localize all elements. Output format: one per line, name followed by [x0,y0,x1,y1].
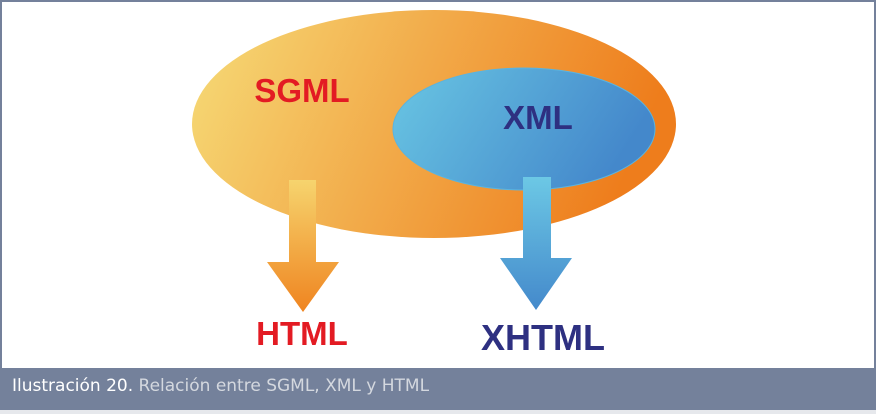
xhtml-label: XHTML [481,317,605,358]
caption-text: Relación entre SGML, XML y HTML [138,376,430,396]
sgml-to-html-arrow [267,180,339,312]
html-label: HTML [256,315,348,352]
sgml-label: SGML [254,72,349,109]
sgml-xml-html-diagram: SGML XML HTML XHTML [192,10,676,358]
xml-label: XML [503,99,573,136]
bottom-edge [0,410,876,414]
caption-label: Ilustración 20. [12,376,134,396]
xml-to-xhtml-arrow [500,177,572,310]
figure-caption: Ilustración 20. Relación entre SGML, XML… [0,368,876,410]
